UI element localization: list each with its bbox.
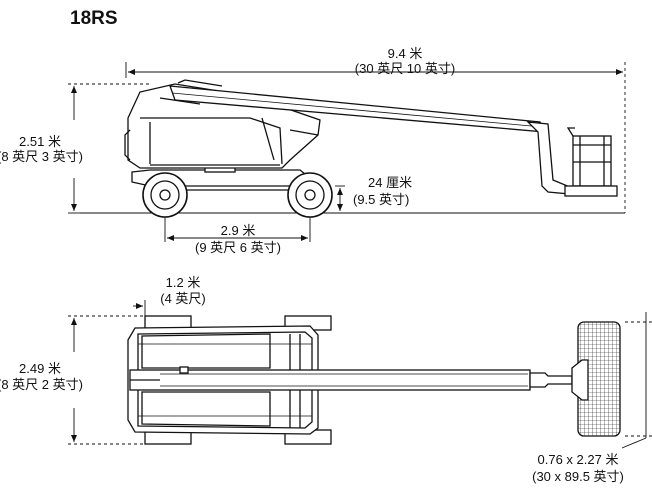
top-dimensions [68,300,652,449]
jib [526,121,571,195]
platform-metric: 0.76 x 2.27 米 [537,452,619,467]
width-metric: 2.49 米 [19,361,61,376]
clearance-imperial: (9.5 英寸) [353,192,410,207]
side-dimensions [68,62,626,242]
side-view [80,79,625,218]
platform-basket-side [564,127,618,197]
height-imperial: (8 英尺 3 英寸) [0,149,83,164]
wheelbase-imperial: (9 英尺 6 英寸) [195,240,281,255]
model-title: 18RS [70,8,118,29]
front-wheel [142,172,188,218]
width-imperial: (8 英尺 2 英寸) [0,377,83,392]
rear-wheel [287,172,333,218]
length-imperial: (30 英尺 10 英寸) [354,61,456,76]
wheelbase-metric: 2.9 米 [220,223,256,238]
top-view [127,315,621,445]
clearance-metric: 24 厘米 [368,175,413,190]
platform-imperial: (30 x 89.5 英寸) [532,469,624,484]
height-metric: 2.51 米 [19,134,61,149]
tire-width-imperial: (4 英尺) [160,291,206,306]
platform-controls [571,359,589,401]
platform-basket-top [571,321,621,437]
length-metric: 9.4 米 [387,46,423,61]
top-boom [129,369,531,391]
tire-width-metric: 1.2 米 [165,275,201,290]
